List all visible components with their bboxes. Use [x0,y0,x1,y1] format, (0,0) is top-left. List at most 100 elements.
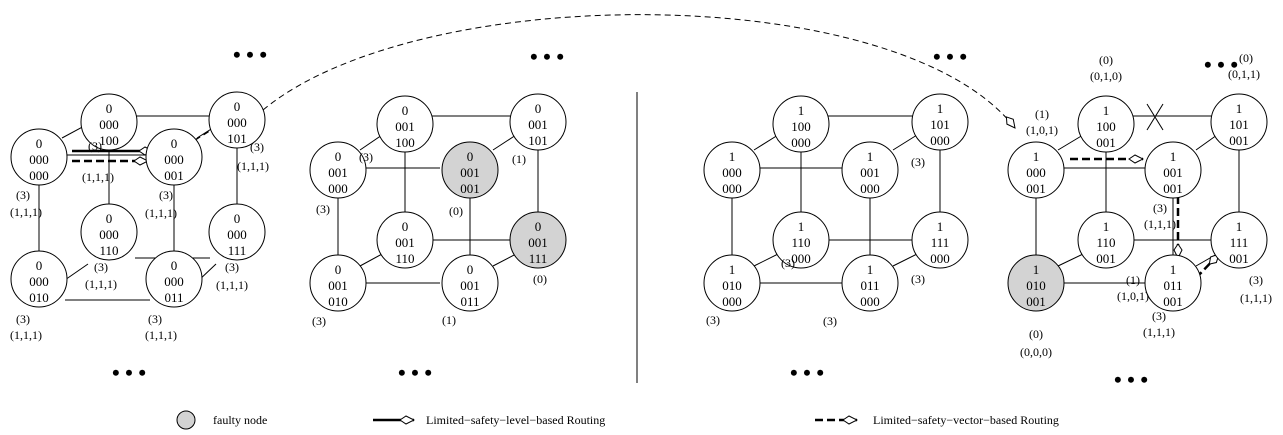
node-label: 1 [1103,219,1110,234]
node-label: 000 [722,294,742,309]
node-label: 001 [860,165,880,180]
node-label: 000 [860,294,880,309]
node-label: 001 [328,165,348,180]
node-label: 001 [1229,133,1249,148]
ellipsis-icon: • • • [1204,52,1238,77]
safety-level: (3) [1249,273,1263,287]
node-c1n110 [80,203,138,261]
node-c4n111 [1210,211,1268,269]
node-label: 001 [528,235,548,250]
safety-vector: (1,0,1) [1026,123,1058,137]
safety-vector: (0,1,1) [1228,67,1260,81]
node-label: 000 [164,274,184,289]
safety-vector: (0,0,0) [1020,345,1052,359]
node-label: 1 [1170,149,1177,164]
safety-level: (3) [312,314,326,328]
safety-level: (0) [533,272,547,286]
safety-vector: (1,1,1) [1144,217,1176,231]
node-label: 1 [867,262,874,277]
node-label: 110 [791,235,810,250]
node-label: 001 [1096,135,1116,150]
safety-level: (3) [16,312,30,326]
node-label: 101 [227,131,247,146]
node-label: 111 [228,243,247,258]
node-label: 0 [36,136,43,151]
node-c3n110 [772,211,830,269]
safety-level: (0) [1099,53,1113,67]
cube-2-annotations: (3) (1) (3) (0) (0) (3) (1) [312,150,547,328]
node-label: 0 [36,258,43,273]
node-label: 111 [1230,235,1249,250]
node-c2n011 [441,254,499,312]
safety-level: (3) [359,150,373,164]
node-label: 000 [722,181,742,196]
node-c3n100 [772,95,830,153]
legend-faulty-node: faulty node [213,413,267,427]
node-label: 000 [1026,165,1046,180]
safety-level: (1) [1126,273,1140,287]
safety-level: (1) [512,152,526,166]
blocked-link-cross-icon [1146,103,1164,131]
node-label: 1 [1033,262,1040,277]
node-c2n010 [309,254,367,312]
safety-vector: (1,1,1) [1240,291,1272,305]
node-label: 0 [467,149,474,164]
node-label: 000 [930,251,950,266]
node-label: 1 [1170,262,1177,277]
ellipsis-icon: • • • [112,360,146,385]
node-label: 101 [1229,117,1249,132]
node-label: 1 [937,101,944,116]
node-label: 0 [171,258,178,273]
safety-vector: (1,1,1) [237,159,269,173]
node-label: 101 [930,117,950,132]
node-label: 1 [798,103,805,118]
node-c3n001 [841,141,899,199]
node-c2n001 [441,141,499,199]
node-c2n110 [376,211,434,269]
node-label: 100 [791,119,811,134]
node-c2n111 [509,211,567,269]
node-c3n000 [703,141,761,199]
node-label: 0 [535,101,542,116]
node-c3n011 [841,254,899,312]
node-c2n100 [376,95,434,153]
node-c2n000 [309,141,367,199]
node-label: 110 [1096,235,1115,250]
node-label: 010 [328,294,348,309]
safety-vector: (1,1,1) [145,206,177,220]
safety-level: (3) [823,314,837,328]
node-label: 0 [106,101,113,116]
node-label: 1 [1236,101,1243,116]
ellipsis-icon: • • • [1114,367,1148,392]
node-label: 000 [791,135,811,150]
node-label: 110 [395,251,414,266]
node-label: 1 [1236,219,1243,234]
ellipsis-icon: • • • [790,360,824,385]
safety-level: (3) [706,313,720,327]
node-label: 001 [460,165,480,180]
node-label: 001 [1026,294,1046,309]
node-c3n111 [911,211,969,269]
node-c4n000 [1007,141,1065,199]
node-c1n011 [145,250,203,308]
node-label: 1 [1033,149,1040,164]
cube-4-edges [1035,115,1240,284]
node-label: 1 [867,149,874,164]
node-label: 0 [535,219,542,234]
node-label: 000 [99,117,119,132]
node-label: 000 [227,227,247,242]
node-label: 100 [99,133,119,148]
node-label: 001 [1163,181,1183,196]
safety-level: (3) [781,256,795,270]
node-c4n101 [1210,93,1268,151]
safety-level: (3) [911,272,925,286]
node-label: 000 [227,115,247,130]
safety-level: (3) [250,140,264,154]
node-label: 0 [467,262,474,277]
node-label: 001 [1229,251,1249,266]
node-label: 1 [729,149,736,164]
node-label: 001 [1163,294,1183,309]
